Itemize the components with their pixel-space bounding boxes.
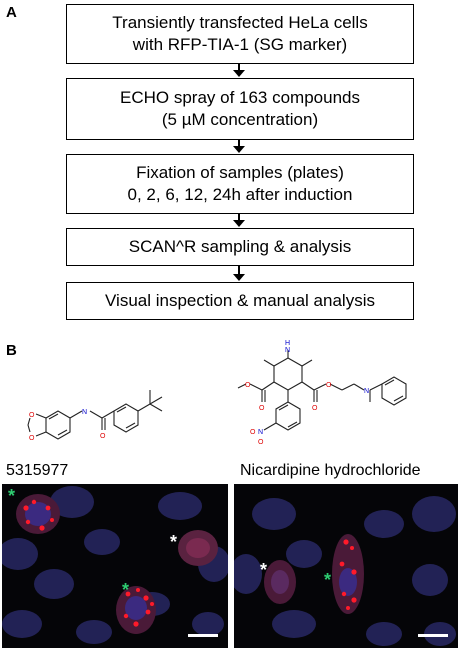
flow-step-text: SCAN^R sampling & analysis <box>128 237 352 256</box>
atom-o-label: O <box>326 382 332 389</box>
chemical-structure-5315977: O O N O <box>27 390 163 442</box>
chemical-structure-nicardipine: N H O O O O N N O O <box>237 340 407 446</box>
scale-bar <box>188 634 218 637</box>
flow-step-text: (5 µM concentration) <box>161 110 319 129</box>
flow-arrow-head <box>233 220 245 227</box>
compound-label-nicardipine: Nicardipine hydrochloride <box>240 462 421 479</box>
compound-label-5315977: 5315977 <box>6 462 69 479</box>
atom-o-label: O <box>29 412 35 419</box>
flow-arrow-head <box>233 274 245 281</box>
atom-o-label: O <box>245 382 251 389</box>
scale-bar <box>418 634 448 637</box>
atom-n-label: N <box>364 388 369 395</box>
flow-step-scanr: SCAN^R sampling & analysis <box>66 228 414 266</box>
white-asterisk-marker: * <box>260 560 268 580</box>
green-asterisk-marker: * <box>122 580 130 600</box>
flow-arrow <box>238 214 240 222</box>
flow-step-echo-spray: ECHO spray of 163 compounds (5 µM concen… <box>66 78 414 140</box>
atom-nh-label: N <box>285 347 290 354</box>
micrograph-image <box>2 484 228 648</box>
flow-step-text: Visual inspection & manual analysis <box>105 291 375 310</box>
flow-arrow-head <box>233 146 245 153</box>
micrograph-nicardipine: * * <box>234 484 458 648</box>
flow-step-transfection: Transiently transfected HeLa cells with … <box>66 4 414 64</box>
flow-step-text: 0, 2, 6, 12, 24h after induction <box>127 185 353 204</box>
flow-arrow <box>238 266 240 276</box>
atom-n-label: N <box>82 409 87 416</box>
flow-arrow <box>238 64 240 72</box>
green-asterisk-marker: * <box>8 486 16 506</box>
atom-o-label: O <box>100 433 106 440</box>
flow-step-fixation: Fixation of samples (plates) 0, 2, 6, 12… <box>66 154 414 214</box>
atom-o-label: O <box>258 439 264 446</box>
micrograph-image <box>234 484 458 648</box>
flow-arrow <box>238 140 240 148</box>
micrograph-5315977: * * * <box>2 484 228 648</box>
flow-step-visual-inspection: Visual inspection & manual analysis <box>66 282 414 320</box>
flow-step-text: Fixation of samples (plates) <box>136 163 344 182</box>
atom-o-label: O <box>259 405 265 412</box>
flow-arrow-head <box>233 70 245 77</box>
atom-o-label: O <box>29 435 35 442</box>
flow-step-text: ECHO spray of 163 compounds <box>119 88 360 107</box>
atom-n-label: N <box>258 429 263 436</box>
panel-b-label: B <box>6 342 17 359</box>
atom-h-label: H <box>285 340 290 347</box>
atom-o-label: O <box>312 405 318 412</box>
green-asterisk-marker: * <box>324 570 332 590</box>
flow-step-text: with RFP-TIA-1 (SG marker) <box>132 35 348 54</box>
flow-step-text: Transiently transfected HeLa cells <box>112 13 368 32</box>
white-asterisk-marker: * <box>170 532 178 552</box>
atom-o-label: O <box>250 429 256 436</box>
panel-a-label: A <box>6 4 17 21</box>
